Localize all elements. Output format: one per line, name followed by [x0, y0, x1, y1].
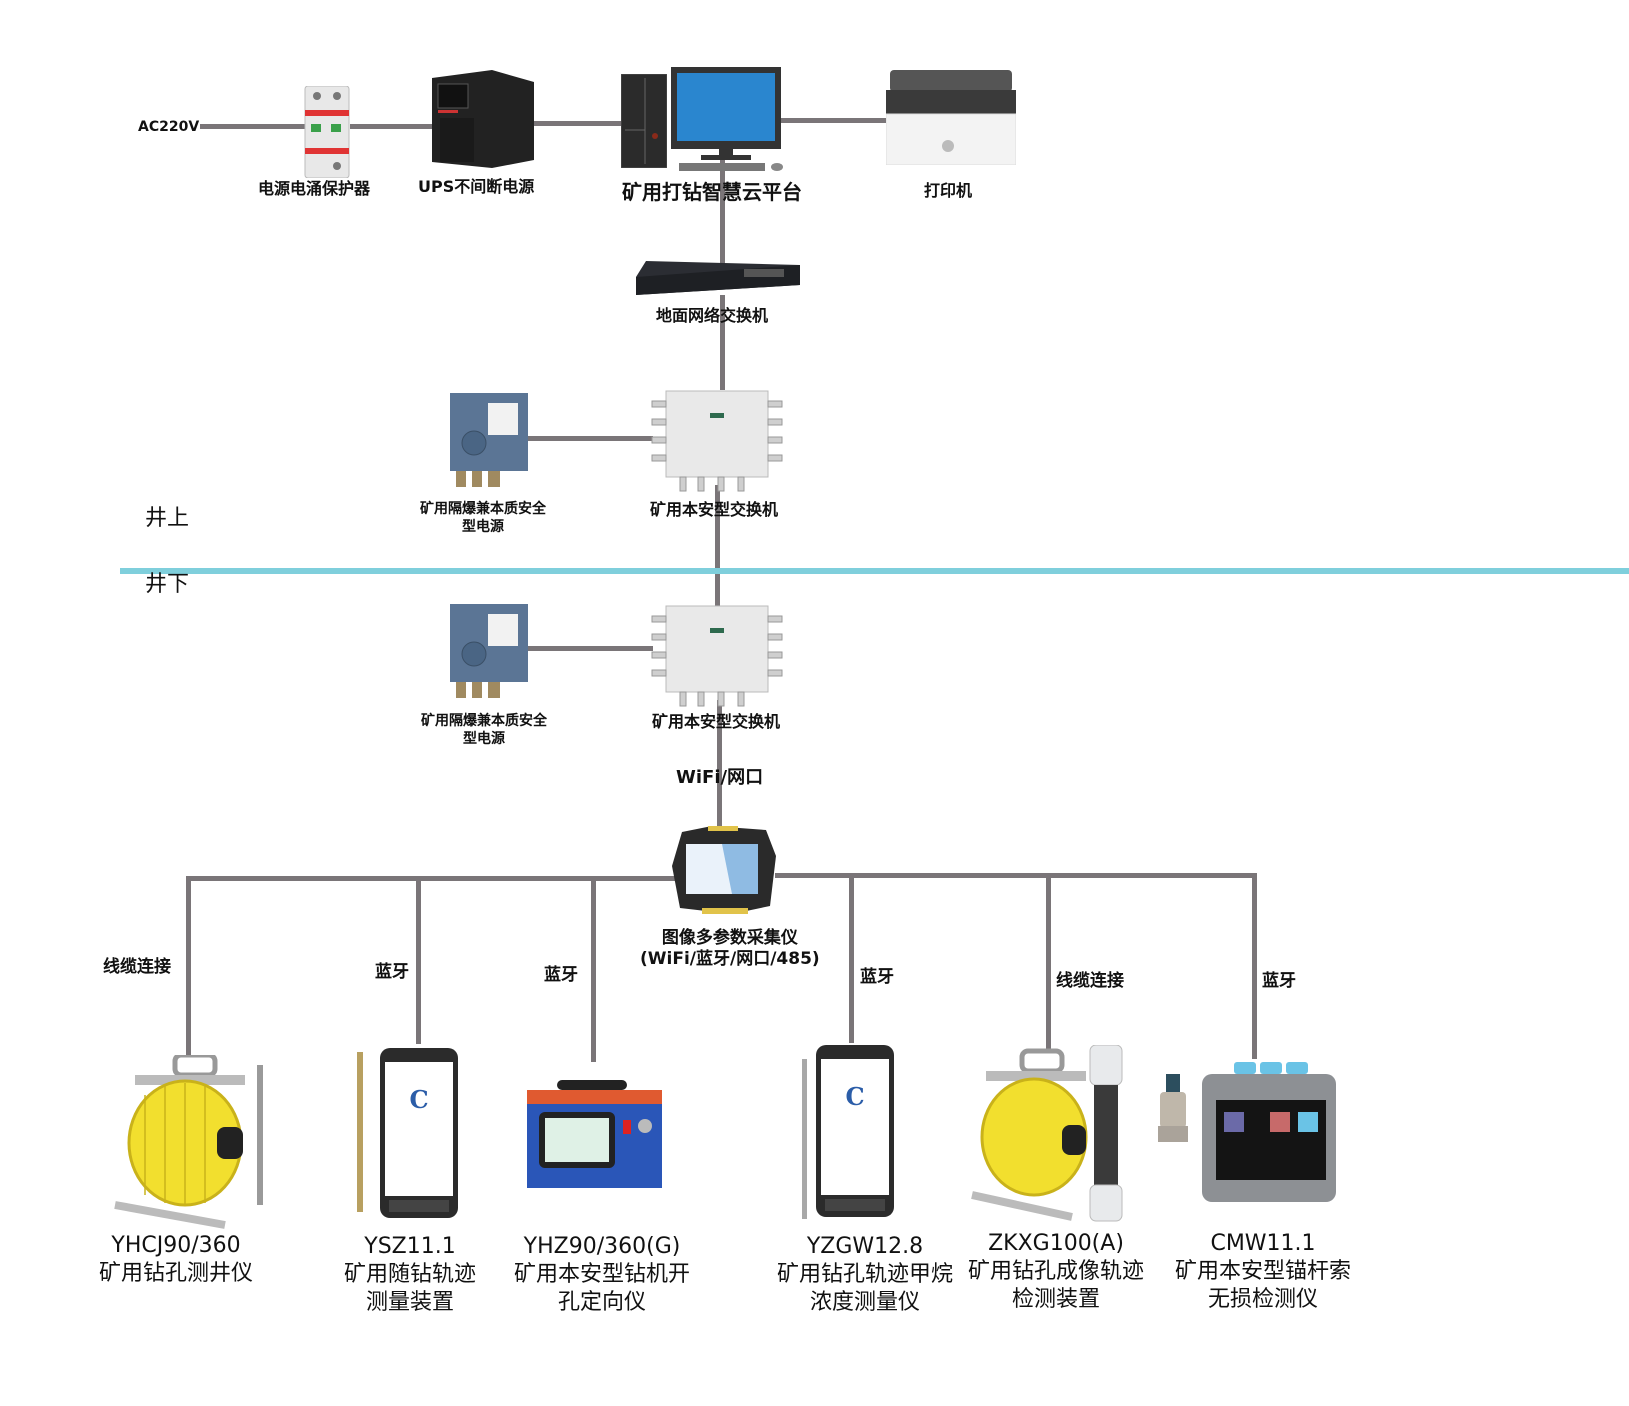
- power-supply-icon: [448, 604, 532, 699]
- ndt-tester-icon: [1158, 1062, 1338, 1202]
- link-switch-safeswitch: [720, 295, 725, 390]
- printer-label: 打印机: [924, 181, 973, 200]
- device-name: 检测装置: [1011, 1287, 1100, 1312]
- underground-safe-switch-label: 矿用本安型交换机: [652, 712, 781, 731]
- ups-icon: [432, 70, 534, 168]
- connection-label-5: 线缆连接: [1056, 971, 1124, 991]
- phone-probe-icon: C: [355, 1048, 460, 1220]
- reel-logger-icon: [105, 1052, 270, 1230]
- connection-label-6: 蓝牙: [1262, 971, 1296, 991]
- surface-safe-switch-label: 矿用本安型交换机: [650, 500, 779, 519]
- device-name: 无损检测仪: [1207, 1287, 1318, 1312]
- device-name: 孔定向仪: [557, 1290, 646, 1315]
- device-model: YHCJ90/360: [111, 1233, 241, 1258]
- link-safeswitch-vertical: [715, 485, 720, 610]
- device-name: 矿用钻孔测井仪: [98, 1261, 253, 1286]
- drop-2: [416, 876, 421, 1044]
- orientation-box-icon: [527, 1080, 662, 1192]
- drop-4: [849, 873, 854, 1043]
- surface-underground-divider: [120, 568, 1629, 574]
- device-label-2: YSZ11.1 矿用随钻轨迹 测量装置: [330, 1233, 490, 1317]
- power-input-label: AC220V: [138, 119, 200, 135]
- device-model: YHZ90/360(G): [523, 1234, 681, 1259]
- device-name: 矿用本安型锚杆索: [1174, 1259, 1351, 1284]
- device-name: 矿用本安型钻机开: [513, 1262, 690, 1287]
- bus-left: [186, 876, 676, 881]
- drop-3: [591, 876, 596, 1062]
- power-supply-icon: [448, 393, 532, 488]
- wifi-link-label: WiFi/网口: [676, 767, 764, 788]
- connection-label-1: 线缆连接: [103, 957, 171, 977]
- link-psu-safeswitch-top: [528, 436, 653, 441]
- device-label-1: YHCJ90/360 矿用钻孔测井仪: [96, 1232, 256, 1288]
- device-model: CMW11.1: [1210, 1231, 1316, 1256]
- device-label-3: YHZ90/360(G) 矿用本安型钻机开 孔定向仪: [507, 1233, 697, 1317]
- drop-6: [1252, 873, 1257, 1059]
- ground-switch-label: 地面网络交换机: [656, 306, 769, 325]
- power-line-ac: [200, 124, 305, 129]
- zone-above-label: 井上: [145, 506, 190, 531]
- device-name: 矿用随钻轨迹: [343, 1262, 476, 1287]
- power-line-surge-ups: [350, 124, 432, 129]
- platform-label: 矿用打钻智慧云平台: [622, 180, 802, 204]
- link-psu-safeswitch-bottom: [528, 646, 653, 651]
- device-label-5: ZKXG100(A) 矿用钻孔成像轨迹 检测装置: [961, 1230, 1151, 1314]
- network-switch-icon: [636, 261, 800, 299]
- phone-probe-icon: C: [800, 1045, 895, 1220]
- printer-icon: [885, 70, 1017, 166]
- surface-power-supply-label: 矿用隔爆兼本质安全 型电源: [420, 501, 546, 535]
- device-model: YZGW12.8: [806, 1234, 924, 1259]
- svg-text:C: C: [845, 1082, 864, 1111]
- drop-5: [1046, 873, 1051, 1051]
- surge-protector-label: 电源电涌保护器: [258, 179, 371, 198]
- collector-tablet-icon: [672, 826, 776, 914]
- device-label-4: YZGW12.8 矿用钻孔轨迹甲烷 浓度测量仪: [770, 1233, 960, 1317]
- ups-label: UPS不间断电源: [418, 177, 535, 196]
- safe-switch-icon: [648, 600, 786, 708]
- bus-right: [775, 873, 1257, 878]
- zone-below-label: 井下: [145, 572, 190, 597]
- link-pc-printer: [778, 118, 886, 123]
- device-name: 浓度测量仪: [809, 1290, 920, 1315]
- link-pc-switch: [720, 160, 725, 275]
- drop-1: [186, 876, 191, 1056]
- device-model: ZKXG100(A): [988, 1231, 1124, 1256]
- svg-text:C: C: [409, 1085, 428, 1114]
- device-name: 矿用钻孔轨迹甲烷: [776, 1262, 953, 1287]
- monitor-icon: [671, 67, 783, 175]
- connection-label-3: 蓝牙: [544, 965, 578, 985]
- underground-power-supply-label: 矿用隔爆兼本质安全 型电源: [421, 713, 547, 747]
- collector-label: 图像多参数采集仪 (WiFi/蓝牙/网口/485): [640, 928, 820, 969]
- reel-camera-icon: [962, 1044, 1127, 1225]
- device-model: YSZ11.1: [364, 1234, 456, 1259]
- device-name: 矿用钻孔成像轨迹: [967, 1259, 1144, 1284]
- safe-switch-icon: [648, 385, 786, 493]
- device-label-6: CMW11.1 矿用本安型锚杆索 无损检测仪: [1168, 1230, 1358, 1314]
- link-safeswitch-collector: [717, 700, 722, 830]
- connection-label-2: 蓝牙: [375, 962, 409, 982]
- surge-protector-icon: [303, 85, 351, 179]
- computer-tower-icon: [620, 73, 668, 169]
- power-line-ups-pc: [534, 121, 622, 126]
- connection-label-4: 蓝牙: [860, 967, 894, 987]
- device-name: 测量装置: [365, 1290, 454, 1315]
